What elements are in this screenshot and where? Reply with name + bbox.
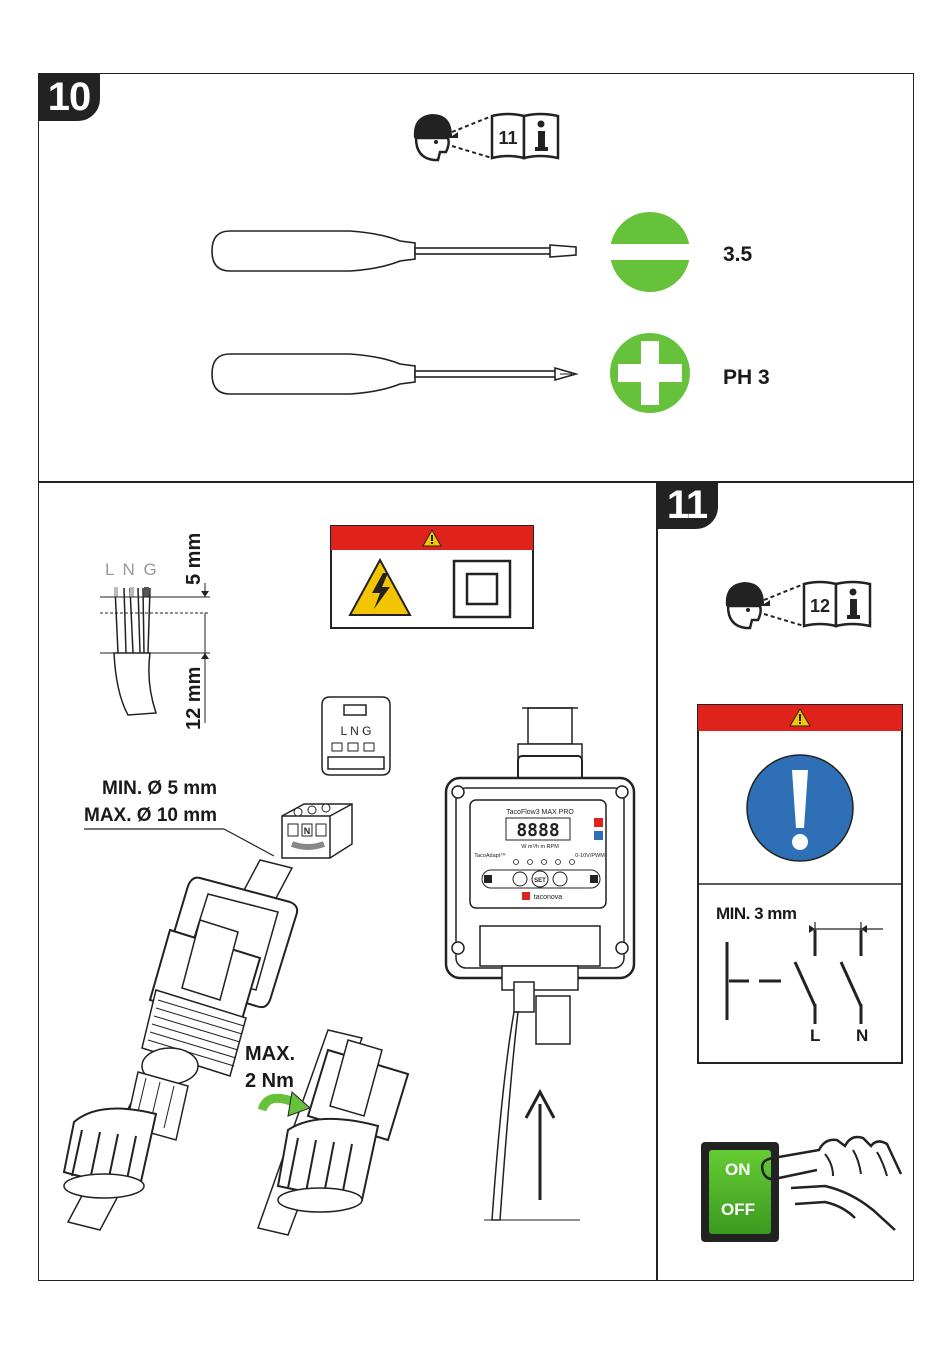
slotted-screwdriver-icon [210,225,580,277]
hand-press-icon [755,1130,905,1235]
svg-text:11: 11 [498,128,517,148]
plus-icon [610,333,690,413]
info-icon [538,121,545,128]
terminal-cover-icon: L N G [312,695,392,780]
isolation-warning-card [697,704,903,1064]
brand-logo-icon [522,892,530,900]
pole-n-label: N [856,1026,868,1046]
heating-icon [594,818,603,827]
switch-on-label: ON [725,1160,751,1180]
read-manual-icon-11: 12 [720,576,880,632]
switch-off-label: OFF [721,1200,755,1220]
phillips-screwdriver-icon [210,348,580,400]
svg-text:L N G: L N G [341,724,372,738]
pump-controller-device: TacoFlow3 MAX PRO 8888 W m³/h m RPM Taco… [440,700,640,1230]
step-11-badge: 11 [656,481,718,529]
step-10-badge: 10 [38,73,100,121]
svg-text:W m³/h m RPM: W m³/h m RPM [521,844,559,850]
strip-length-long: 12 mm [183,667,206,730]
svg-text:0-10V/PWM: 0-10V/PWM [575,853,605,859]
svg-text:taconova: taconova [534,894,563,901]
slotted-size-label: 3.5 [723,243,752,267]
minus-icon [610,212,690,292]
svg-text:12: 12 [810,596,830,616]
cable-min-diameter: MIN. Ø 5 mm [102,778,217,800]
isolation-gap-label: MIN. 3 mm [716,904,797,924]
strip-length-short: 5 mm [183,533,206,585]
read-manual-icon: 11 [408,108,568,164]
info-icon [850,589,857,596]
svg-text:TacoAdapt™: TacoAdapt™ [474,853,506,859]
phillips-size-label: PH 3 [723,366,770,390]
cable-gland-assembled-icon [258,1030,433,1240]
pole-l-label: L [810,1026,820,1046]
svg-text:SET: SET [534,878,546,884]
svg-text:TacoFlow3 MAX PRO: TacoFlow3 MAX PRO [506,809,574,816]
svg-text:N: N [304,826,311,836]
cooling-icon [594,831,603,840]
svg-text:8888: 8888 [516,820,559,841]
cable-max-diameter: MAX. Ø 10 mm [84,805,217,827]
electrical-warning-label [330,525,534,629]
wire-labels: L N G [105,560,159,580]
